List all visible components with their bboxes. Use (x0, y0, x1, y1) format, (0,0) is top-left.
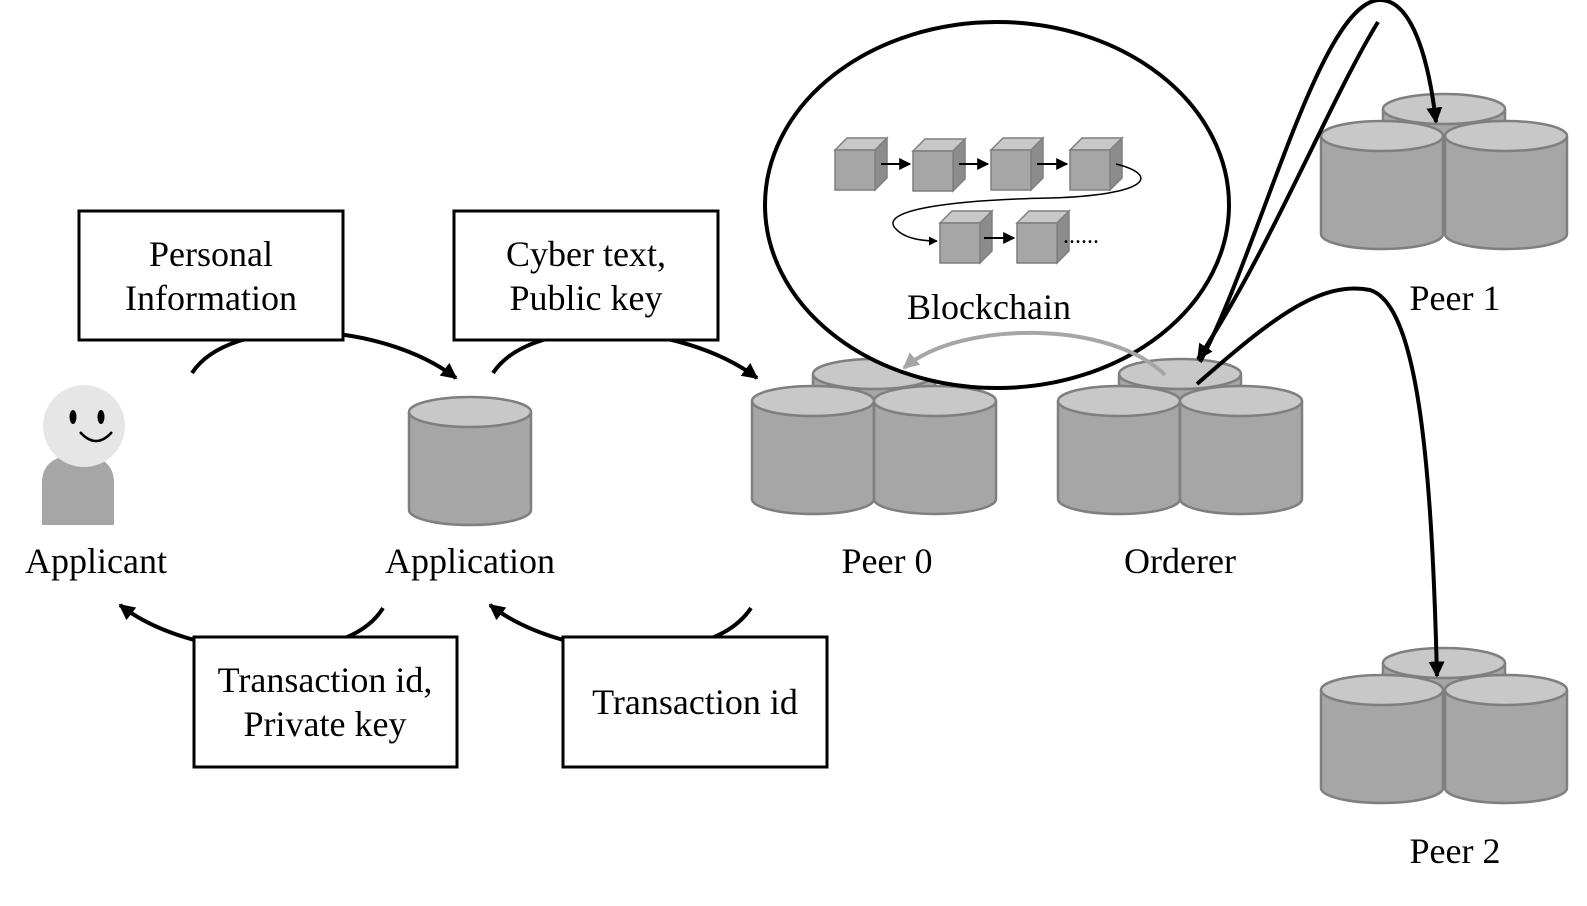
cyber-text-box: Cyber text, Public key (452, 209, 720, 342)
transaction-id-box: Transaction id (561, 635, 829, 769)
applicant-label: Applicant (25, 541, 167, 581)
peer0-label: Peer 0 (842, 541, 933, 581)
personal-information-line2: Information (125, 278, 297, 318)
applicant-icon (42, 385, 125, 525)
transaction-id-private-key-box: Transaction id, Private key (192, 635, 459, 769)
orderer-to-peer1-arrow (1198, 0, 1443, 363)
transaction-private-line2: Private key (244, 704, 407, 744)
peer1-database-icon (1319, 92, 1569, 251)
transaction-private-line1: Transaction id, (218, 660, 433, 700)
block-cube-6 (1015, 209, 1071, 265)
personal-information-line1: Personal (149, 234, 273, 274)
cyber-text-line2: Public key (510, 278, 663, 318)
peer2-label: Peer 2 (1410, 831, 1501, 871)
orderer-label: Orderer (1124, 541, 1236, 581)
personal-information-box: Personal Information (77, 209, 345, 342)
block-cube-2 (911, 137, 967, 193)
application-database-icon (407, 395, 533, 527)
blockchain-label: Blockchain (907, 287, 1071, 327)
orderer-to-peer2-arrow (1195, 286, 1445, 678)
application-label: Application (385, 541, 555, 581)
orderer-database-icon (1056, 357, 1304, 516)
block-cube-3 (989, 136, 1045, 192)
block-cube-4 (1068, 136, 1124, 192)
peer1-label: Peer 1 (1410, 278, 1501, 318)
blockchain-bubble (763, 20, 1231, 390)
block-cube-1 (833, 136, 889, 192)
transaction-id-text: Transaction id (592, 682, 798, 722)
orderer-to-peer0-arrow (902, 330, 1167, 377)
blockchain-blocks (833, 136, 1142, 265)
blockchain-ellipsis: ...... (1063, 223, 1099, 249)
peer2-database-icon (1319, 646, 1569, 805)
peer1-to-orderer-arrow (1196, 20, 1380, 361)
cyber-text-line1: Cyber text, (506, 234, 666, 274)
